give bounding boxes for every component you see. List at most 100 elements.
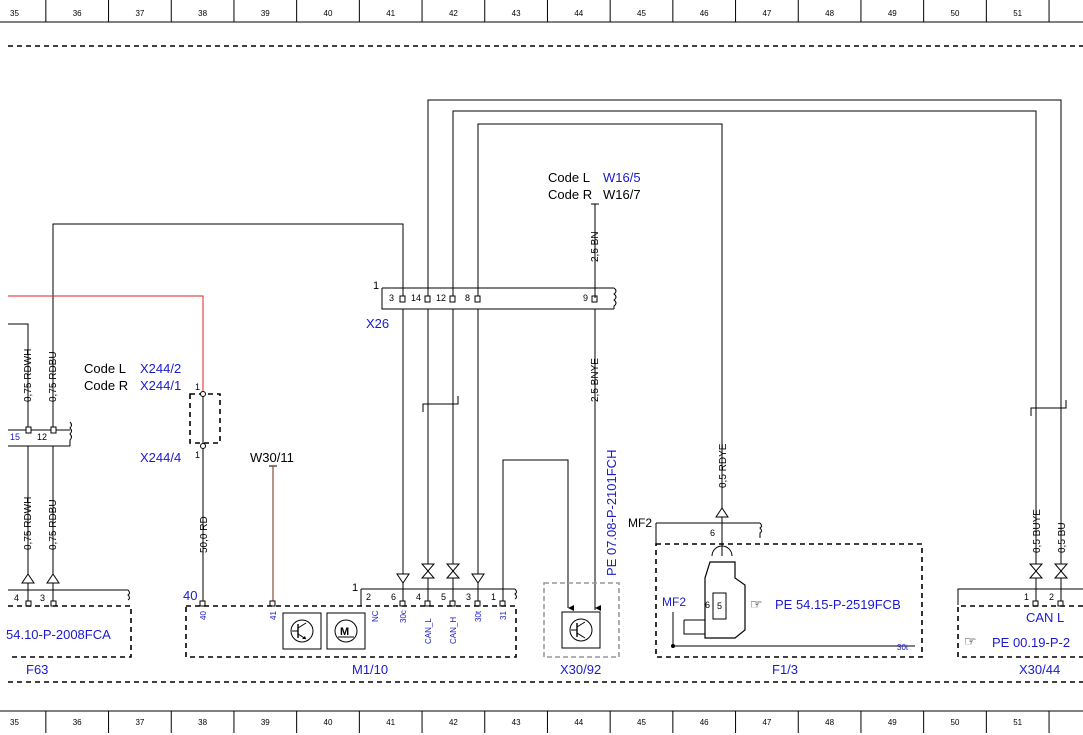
f13-pe-ref: PE 54.15-P-2519FCB <box>775 597 901 612</box>
hand-pointer-icon: ☞ <box>964 633 977 649</box>
f63-component: 4 3 54.10-P-2008FCA F63 <box>6 573 132 677</box>
ruler-bottom-number: 47 <box>762 718 771 727</box>
hand-pointer-icon: ☞ <box>750 596 763 612</box>
left-connector-pin-12: 12 <box>37 432 47 442</box>
ruler-top-number: 44 <box>574 9 583 18</box>
wire-label-2-5-bnye: 2,5 BNYE <box>590 358 601 402</box>
m110-corner-number: 1 <box>352 582 358 594</box>
ruler-bottom-number: 48 <box>825 718 834 727</box>
m110-pin-name-41: 41 <box>269 611 278 620</box>
m110-pin-3: 3 <box>466 592 471 602</box>
m110-label: M1/10 <box>352 662 388 677</box>
ruler-top-number: 39 <box>261 9 270 18</box>
f13-mf2-inner: MF2 <box>662 595 686 609</box>
pe-ref-07-08: PE 07.08-P-2101FCH <box>604 450 619 576</box>
ruler-top-number: 37 <box>135 9 144 18</box>
x3044-pin-2: 2 <box>1049 592 1054 602</box>
m110-pin-4: 4 <box>416 592 421 602</box>
f63-pin-3: 3 <box>40 593 45 603</box>
f13-pin-6: 6 <box>710 528 715 538</box>
svg-text:M: M <box>340 626 349 638</box>
m110-pin-40: 40 <box>183 588 197 603</box>
ruler-bottom-number: 42 <box>449 718 458 727</box>
w16-code-l-text: Code L <box>548 170 590 185</box>
ruler-top-number: 49 <box>888 9 897 18</box>
left-connector: 15 12 0,75 RDWH 0,75 RDBU 0,75 RDWH 0,75… <box>8 323 72 574</box>
ruler-bottom-number: 38 <box>198 718 207 727</box>
wire-label-rdbu-top: 0,75 RDBU <box>48 351 59 402</box>
x26-label: X26 <box>366 316 389 331</box>
ruler-bottom-number: 44 <box>574 718 583 727</box>
x3044-component: 0,5 BUYE 0,5 BU 1 2 CAN L ☞ PE 00.19-P-2… <box>957 400 1083 677</box>
motor-icon: M <box>326 612 366 650</box>
top-wire-loops <box>52 99 1062 518</box>
x3044-can-l: CAN L <box>1026 610 1064 625</box>
w16-code-r-text: Code R <box>548 187 592 202</box>
x26-corner-number: 1 <box>373 280 379 292</box>
x244-pin-bottom: 1 <box>195 450 200 460</box>
m110-pin-name-can-l: CAN_L <box>424 618 433 644</box>
x26-pin-3: 3 <box>389 293 394 303</box>
m110-component: 1 2 6 4 5 3 1 40 40 41 NC 30c CAN_L CA <box>183 563 517 677</box>
wire-label-rdwh-top: 0,75 RDWH <box>23 349 34 402</box>
m110-pin-name-30c: 30c <box>399 610 408 623</box>
x244-code-r-ref: X244/1 <box>140 378 181 393</box>
x244-pin-top: 1 <box>195 382 200 392</box>
w16-code-r-ref: W16/7 <box>603 187 641 202</box>
w16-code-l-ref: W16/5 <box>603 170 641 185</box>
ruler-top-number: 35 <box>10 9 19 18</box>
x3044-label: X30/44 <box>1019 662 1060 677</box>
ruler-top-number: 45 <box>637 9 646 18</box>
f13-component: 0,5 RDYE MF2 6 MF2 6 5 30t ☞ PE 54.15-P-… <box>628 443 923 677</box>
ruler-bottom-number: 35 <box>10 718 19 727</box>
ruler-bottom-number: 37 <box>135 718 144 727</box>
m110-pin-1: 1 <box>491 592 496 602</box>
ruler-top-number: 40 <box>324 9 333 18</box>
ruler-bottom-number: 45 <box>637 718 646 727</box>
ruler-bottom-number: 49 <box>888 718 897 727</box>
x3092-label: X30/92 <box>560 662 601 677</box>
x26-pin-8: 8 <box>465 293 470 303</box>
relay-icon: 6 5 <box>683 561 746 639</box>
ruler-top-number: 50 <box>951 9 960 18</box>
wire-label-2-5-bn: 2,5 BN <box>590 231 601 262</box>
wire-label-buye: 0,5 BUYE <box>1032 509 1043 553</box>
x3092-component: X30/92 <box>502 459 620 677</box>
x244-code-l-ref: X244/2 <box>140 361 181 376</box>
f63-ref: 54.10-P-2008FCA <box>6 627 111 642</box>
ruler-bottom-number: 46 <box>700 718 709 727</box>
ruler-bottom-number: 36 <box>73 718 82 727</box>
x3044-pin-1: 1 <box>1024 592 1029 602</box>
f63-pin-4: 4 <box>14 593 19 603</box>
red-wire <box>8 295 204 392</box>
x26-drop-wires <box>402 309 504 594</box>
ruler-top-number: 46 <box>700 9 709 18</box>
wire-label-50-rd: 50,0 RD <box>199 516 210 553</box>
x26-connector: 1 3 14 12 8 9 X26 <box>366 280 617 331</box>
f13-inner-6: 6 <box>705 600 710 610</box>
ruler-top-number: 51 <box>1013 9 1022 18</box>
ruler-bottom-number: 50 <box>951 718 960 727</box>
ruler-bottom-number: 40 <box>324 718 333 727</box>
x26-pin-14: 14 <box>411 293 421 303</box>
ruler-top-number: 47 <box>762 9 771 18</box>
x244-code-r-text: Code R <box>84 378 128 393</box>
x244-label: X244/4 <box>140 450 181 465</box>
f13-label: F1/3 <box>772 662 798 677</box>
m110-pin-2: 2 <box>366 592 371 602</box>
ruler-top-number: 38 <box>198 9 207 18</box>
x26-pin-9: 9 <box>583 293 588 303</box>
f63-label: F63 <box>26 662 48 677</box>
m110-pin-6: 6 <box>391 592 396 602</box>
x3044-pe-ref: PE 00.19-P-2 <box>992 635 1070 650</box>
w16-group: Code L W16/5 Code R W16/7 2,5 BN 2,5 BNY… <box>548 170 641 610</box>
ruler-bottom-number: 41 <box>386 718 395 727</box>
x244-group: Code L X244/2 Code R X244/1 1 1 X244/4 5… <box>84 361 221 603</box>
ruler-bottom-number: 43 <box>512 718 521 727</box>
m110-pin-name-nc: NC <box>371 610 380 622</box>
ruler-top-number: 42 <box>449 9 458 18</box>
wire-label-rdbu-bottom: 0,75 RDBU <box>48 499 59 550</box>
ruler-bottom-number: 39 <box>261 718 270 727</box>
